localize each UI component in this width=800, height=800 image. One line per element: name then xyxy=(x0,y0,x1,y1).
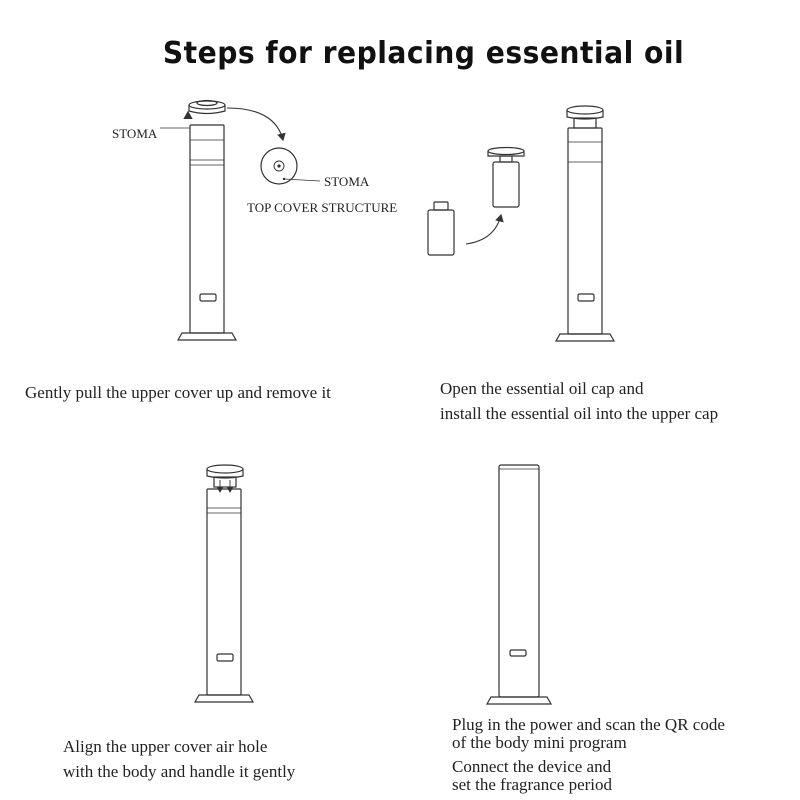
top-cover-structure-diagram xyxy=(260,147,321,185)
step4-caption: Plug in the power and scan the QR code o… xyxy=(452,716,725,752)
step4-line-2: of the body mini program xyxy=(452,733,627,752)
step3-line-1: Align the upper cover air hole xyxy=(63,737,268,756)
step1-caption: Gently pull the upper cover up and remov… xyxy=(25,380,331,405)
upper-cap-with-oil xyxy=(487,146,525,208)
step5-line-2: set the fragrance period xyxy=(452,775,612,794)
step3-line-2: with the body and handle it gently xyxy=(63,762,296,781)
step3-caption: Align the upper cover air hole with the … xyxy=(63,734,295,784)
step1-line-1: Gently pull the upper cover up and remov… xyxy=(25,383,331,402)
stoma-label-2: STOMA xyxy=(324,174,370,189)
diffuser-step1 xyxy=(176,99,238,341)
top-cover-structure-label: TOP COVER STRUCTURE xyxy=(247,200,398,215)
curved-arrow-2 xyxy=(465,213,504,245)
stoma-label-1: STOMA xyxy=(112,126,158,141)
step4-line-1: Plug in the power and scan the QR code xyxy=(452,715,725,734)
step2-line-1: Open the essential oil cap and xyxy=(440,379,644,398)
curved-arrow-1 xyxy=(226,107,286,142)
diffuser-step2 xyxy=(554,105,616,342)
step2-caption: Open the essential oil cap and install t… xyxy=(440,376,718,426)
diffuser-step3 xyxy=(193,464,255,703)
oil-bottle xyxy=(427,201,455,256)
step2-line-2: install the essential oil into the upper… xyxy=(440,404,719,423)
diffuser-step4 xyxy=(485,464,553,705)
step5-line-1: Connect the device and xyxy=(452,757,612,776)
page-title: Steps for replacing essential oil xyxy=(162,36,685,71)
step5-caption: Connect the device and set the fragrance… xyxy=(452,758,612,794)
